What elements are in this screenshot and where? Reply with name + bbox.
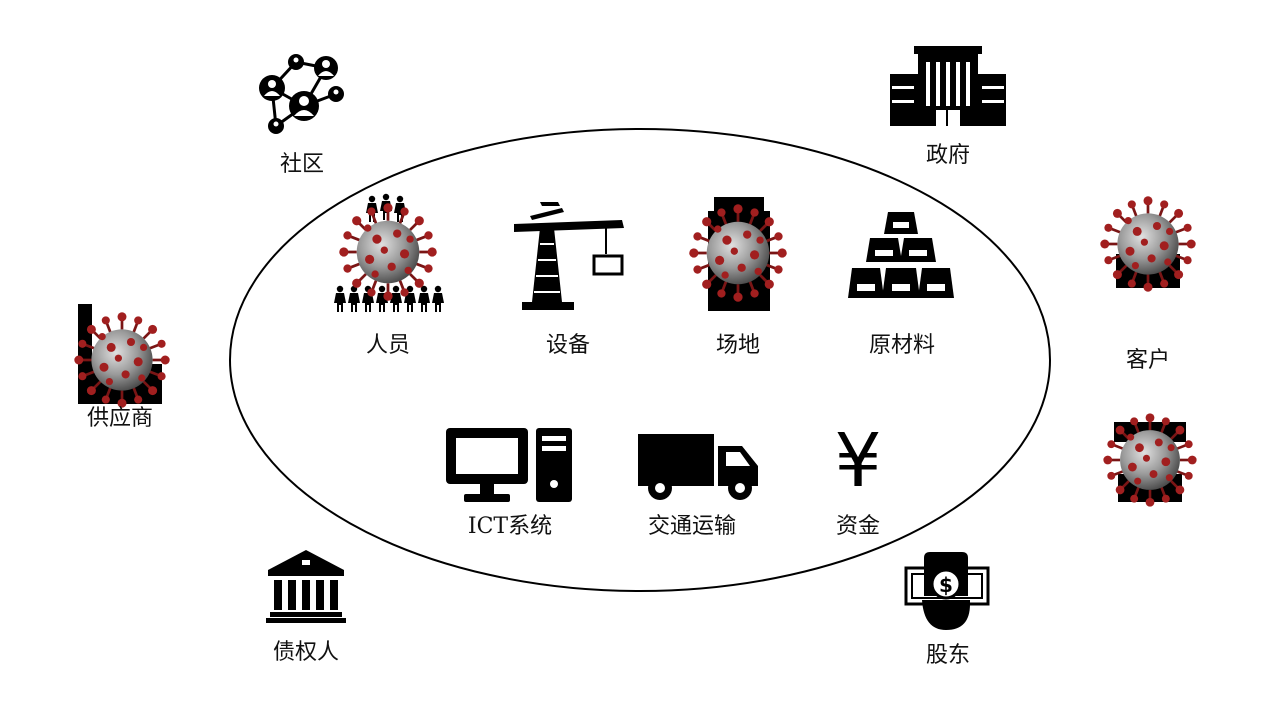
government-building-icon [890, 46, 1006, 126]
equipment-label: 设备 [545, 333, 590, 358]
transport-label: 交通运输 [647, 514, 736, 539]
site-icon [687, 197, 789, 311]
funds-label: 资金 [835, 514, 880, 539]
yen-icon: ¥ [834, 418, 882, 504]
creditors-label: 债权人 [272, 640, 339, 665]
people-label: 人员 [365, 333, 410, 358]
virus-overlay [337, 201, 439, 303]
raw-materials-icon [848, 212, 954, 298]
raw-materials-label: 原材料 [868, 333, 935, 358]
community-network-icon [259, 54, 344, 134]
ict-system-label: ICT系统 [467, 514, 553, 539]
bank-icon [266, 550, 346, 623]
ict-system-icon [446, 428, 572, 502]
community-label: 社区 [279, 152, 324, 177]
truck-icon [638, 434, 758, 500]
crane-icon [514, 202, 624, 310]
shareholder-money-icon: $ [904, 552, 990, 630]
people-icon [334, 193, 444, 312]
dollar-sign: $ [939, 573, 953, 597]
site-label: 场地 [715, 333, 760, 358]
customers-label: 客户 [1125, 348, 1170, 373]
customer-virus-icon-top [1098, 194, 1198, 294]
suppliers-label: 供应商 [86, 406, 153, 431]
supplier-factory-icon [72, 304, 172, 410]
shareholders-label: 股东 [925, 643, 970, 668]
government-label: 政府 [925, 143, 970, 168]
customer-virus-icon-bottom [1102, 412, 1198, 508]
